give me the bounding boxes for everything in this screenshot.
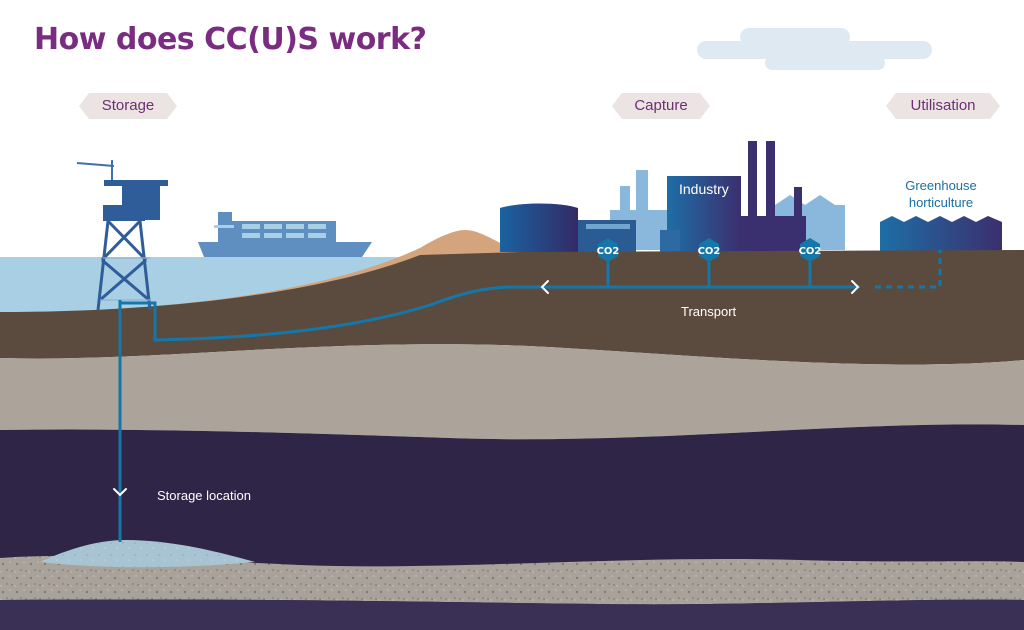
stage-capture-label: Capture	[612, 93, 710, 119]
stage-utilisation-label: Utilisation	[886, 93, 1000, 119]
storage-tank	[500, 203, 636, 252]
stage-storage-label: Storage	[79, 93, 177, 119]
industry-label: Industry	[679, 181, 729, 197]
greenhouse	[880, 216, 1002, 252]
page-title: How does CC(U)S work?	[34, 22, 427, 57]
container-ship	[198, 212, 372, 257]
cloud	[697, 28, 932, 70]
bottom-layer	[0, 599, 1024, 630]
transport-arrows	[540, 280, 860, 294]
co2-badge-3: CO2	[799, 238, 822, 262]
offshore-platform	[76, 160, 168, 311]
reservoir-layer	[0, 555, 1024, 605]
co2-badge-1: CO2	[597, 238, 620, 262]
svg-text:CO2: CO2	[698, 246, 721, 257]
storage-location-label: Storage location	[157, 488, 251, 503]
greenhouse-label-line2: horticulture	[908, 195, 974, 210]
co2-pipeline	[118, 262, 860, 542]
greenhouse-label-line1: Greenhouse	[905, 178, 977, 193]
co2-plume	[40, 540, 255, 568]
svg-text:CO2: CO2	[799, 246, 822, 257]
co2-badge-2: CO2	[698, 238, 721, 262]
svg-text:CO2: CO2	[597, 246, 620, 257]
industry-buildings	[660, 141, 806, 252]
storage-down-arrow	[113, 488, 127, 497]
transport-label: Transport	[681, 304, 737, 319]
utilisation-dashed-link	[875, 250, 942, 289]
sediment-layer	[0, 344, 1024, 440]
